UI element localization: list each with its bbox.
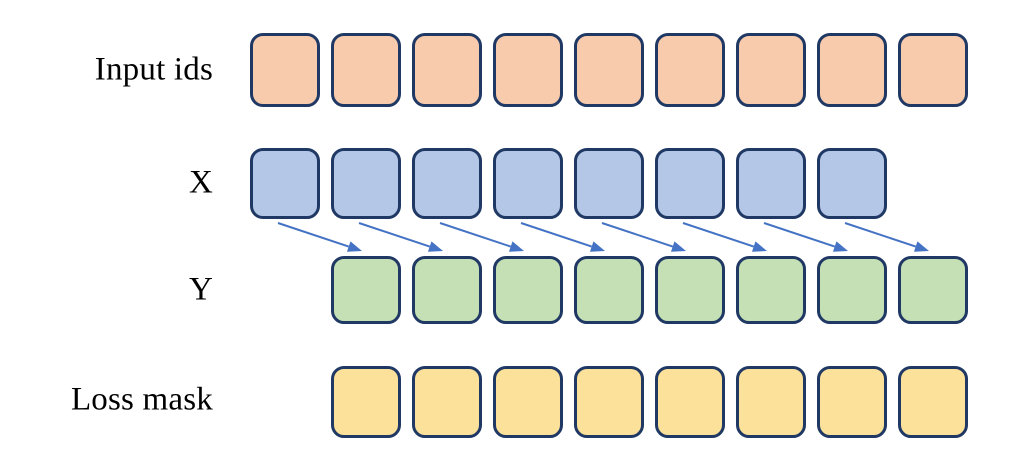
token-cell-x-1 xyxy=(331,148,401,219)
token-cell-input-ids-1 xyxy=(331,33,401,107)
shift-arrow-3 xyxy=(520,222,605,252)
shift-arrow-0 xyxy=(277,222,362,252)
token-cell-y-6 xyxy=(736,256,806,324)
token-cell-input-ids-6 xyxy=(736,33,806,107)
token-cell-y-7 xyxy=(817,256,887,324)
shift-arrow-1 xyxy=(358,222,443,252)
token-cell-loss-mask-4 xyxy=(574,366,644,438)
token-cell-x-3 xyxy=(493,148,563,219)
row-label-y: Y xyxy=(188,271,213,308)
token-cell-x-0 xyxy=(250,148,320,219)
token-cell-x-2 xyxy=(412,148,482,219)
shift-arrow-6 xyxy=(763,222,848,252)
token-cell-y-8 xyxy=(898,256,968,324)
row-label-x: X xyxy=(188,164,213,201)
token-cell-loss-mask-1 xyxy=(331,366,401,438)
token-cell-x-4 xyxy=(574,148,644,219)
token-cell-y-1 xyxy=(331,256,401,324)
token-cell-input-ids-7 xyxy=(817,33,887,107)
token-row-input-ids xyxy=(250,33,968,107)
token-cell-input-ids-3 xyxy=(493,33,563,107)
token-cell-x-5 xyxy=(655,148,725,219)
shift-arrow-2 xyxy=(439,222,524,252)
token-cell-x-7 xyxy=(817,148,887,219)
token-cell-input-ids-4 xyxy=(574,33,644,107)
token-cell-y-5 xyxy=(655,256,725,324)
shift-arrow-4 xyxy=(601,222,686,252)
token-cell-loss-mask-2 xyxy=(412,366,482,438)
row-label-input-ids: Input ids xyxy=(94,51,213,88)
token-cell-loss-mask-3 xyxy=(493,366,563,438)
token-cell-input-ids-0 xyxy=(250,33,320,107)
token-row-x xyxy=(250,148,887,219)
token-cell-loss-mask-7 xyxy=(817,366,887,438)
shift-arrow-5 xyxy=(682,222,767,252)
token-row-y xyxy=(331,256,968,324)
token-cell-loss-mask-8 xyxy=(898,366,968,438)
token-cell-y-2 xyxy=(412,256,482,324)
token-cell-y-3 xyxy=(493,256,563,324)
token-cell-loss-mask-5 xyxy=(655,366,725,438)
token-cell-y-4 xyxy=(574,256,644,324)
token-cell-input-ids-2 xyxy=(412,33,482,107)
token-row-loss-mask xyxy=(331,366,968,438)
token-cell-x-6 xyxy=(736,148,806,219)
token-cell-loss-mask-6 xyxy=(736,366,806,438)
token-cell-input-ids-8 xyxy=(898,33,968,107)
row-label-loss-mask: Loss mask xyxy=(70,381,213,418)
shift-arrow-7 xyxy=(844,222,929,252)
token-cell-input-ids-5 xyxy=(655,33,725,107)
